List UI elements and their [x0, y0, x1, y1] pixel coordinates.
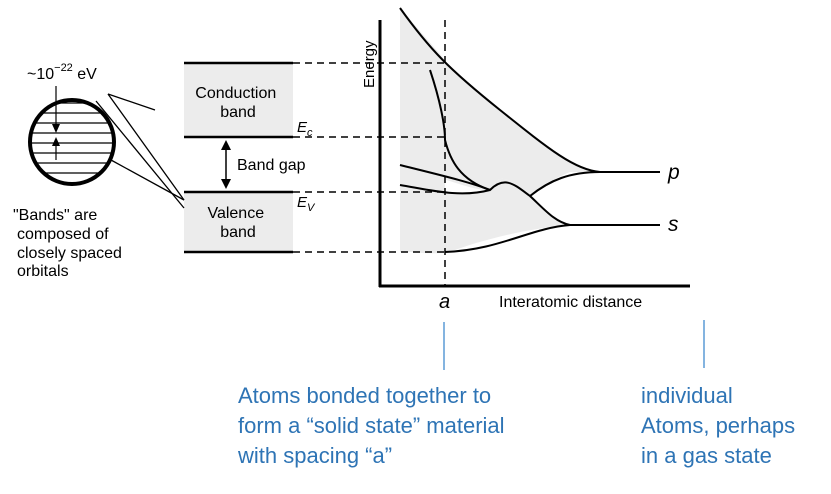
bands-note: "Bands" are composed of closely spaced o… — [13, 207, 126, 280]
p-band-lower-curve — [399, 164, 601, 198]
valence-band-rect — [184, 192, 293, 252]
band-gap-arrow — [221, 140, 231, 189]
zoom-circle — [28, 86, 185, 209]
left-band-fill — [400, 8, 445, 252]
zoom-connector-lower — [110, 159, 185, 201]
valence-band-label: Valence band — [207, 205, 268, 241]
zoom-connector-upper — [95, 100, 185, 209]
caption-line: form a “solid state” material — [238, 413, 505, 438]
caption-line: individual — [641, 383, 733, 408]
a-label: a — [439, 291, 450, 313]
zoom-connector-top — [107, 93, 185, 201]
caption-line: in a gas state — [641, 443, 772, 468]
p-label: p — [667, 161, 680, 184]
p-band-upper-curve — [399, 7, 660, 173]
band-gap-label: Band gap — [237, 157, 306, 174]
circle-energy-label: ~10−22 eV — [27, 62, 97, 83]
dashed-guides — [293, 62, 445, 253]
caption-line: Atoms bonded together to — [238, 383, 492, 408]
caption-line: Atoms, perhaps — [641, 413, 796, 438]
ec-label: Ec — [297, 119, 313, 139]
zoom-connector-upper-2 — [107, 93, 156, 111]
interatomic-distance-label: Interatomic distance — [499, 294, 642, 311]
ev-label: EV — [297, 194, 316, 214]
caption-line: with spacing “a” — [238, 443, 393, 468]
conduction-band-label: Conduction band — [195, 85, 280, 121]
s-band-lower-curve — [444, 224, 571, 253]
s-label: s — [668, 213, 679, 236]
gas-state-caption: individual Atoms, perhaps in a gas state — [641, 381, 795, 471]
energy-axis-label: Energy — [361, 40, 378, 88]
solid-state-caption: Atoms bonded together to form a “solid s… — [238, 381, 505, 471]
spacing-arrows — [52, 86, 60, 160]
conduction-band-rect — [184, 63, 293, 137]
